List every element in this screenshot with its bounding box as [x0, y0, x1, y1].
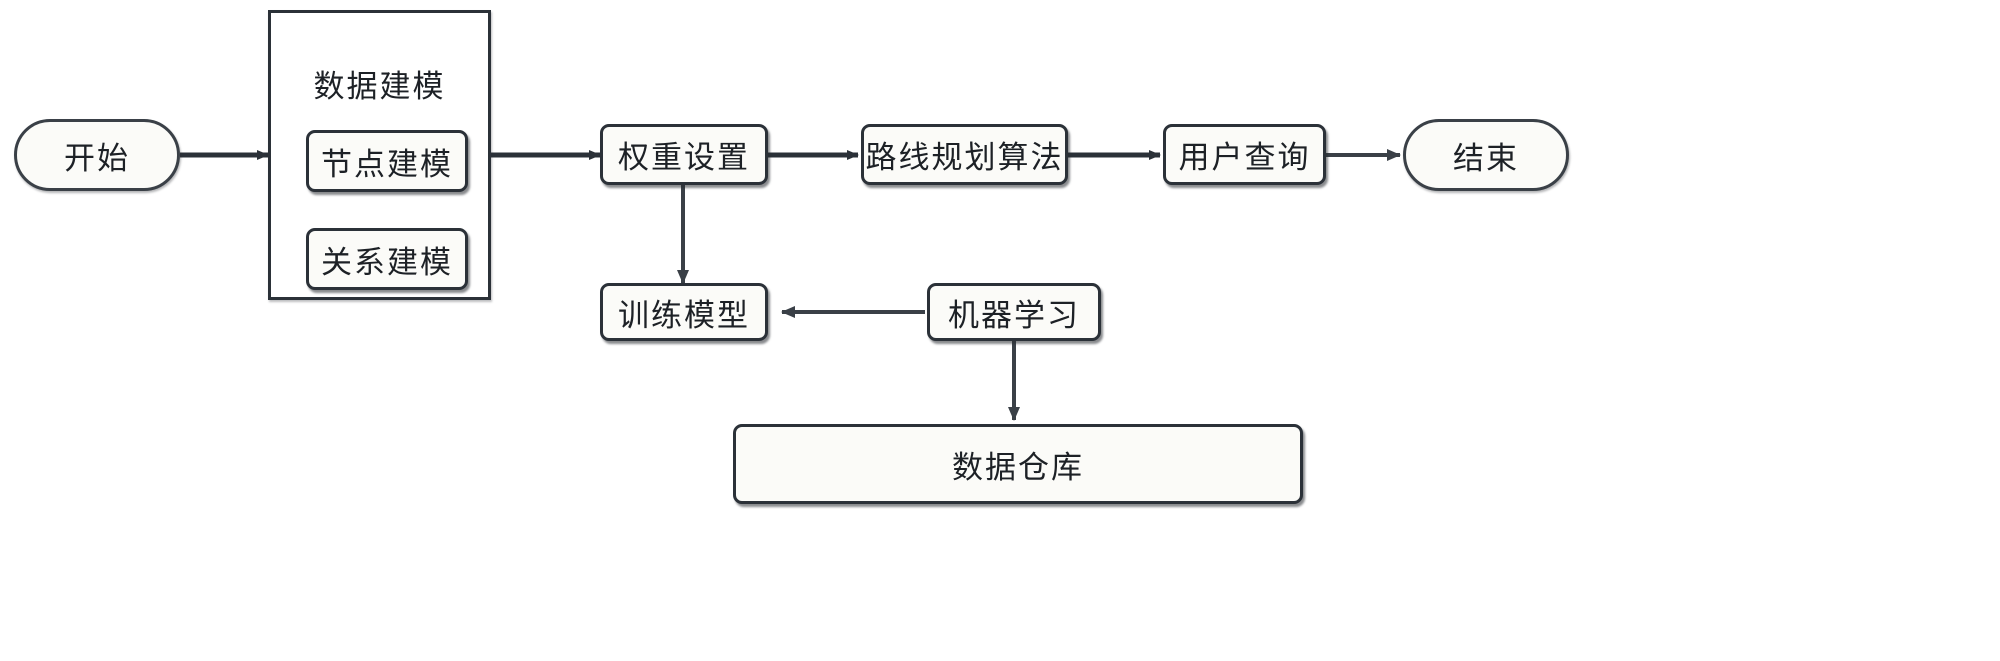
node-weight-setting[interactable]: 权重设置 — [600, 124, 768, 185]
node-end[interactable]: 结束 — [1403, 119, 1569, 191]
node-user-query-label: 用户查询 — [1178, 140, 1311, 175]
node-start-label: 开始 — [64, 140, 130, 176]
node-machine-learning[interactable]: 机器学习 — [927, 283, 1101, 341]
node-start[interactable]: 开始 — [14, 119, 180, 191]
node-end-label: 结束 — [1453, 140, 1519, 176]
node-route-algorithm[interactable]: 路线规划算法 — [861, 124, 1068, 185]
node-weight-setting-label: 权重设置 — [618, 140, 750, 175]
node-data-modeling-group-label: 数据建模 — [313, 69, 446, 104]
node-node-modeling[interactable]: 节点建模 — [306, 130, 468, 192]
node-user-query[interactable]: 用户查询 — [1163, 124, 1326, 185]
node-node-modeling-label: 节点建模 — [321, 146, 453, 182]
node-relation-modeling[interactable]: 关系建模 — [306, 228, 468, 290]
node-train-model-label: 训练模型 — [618, 297, 750, 333]
node-train-model[interactable]: 训练模型 — [600, 283, 768, 341]
node-machine-learning-label: 机器学习 — [948, 297, 1080, 333]
node-route-algorithm-label: 路线规划算法 — [865, 140, 1064, 175]
node-data-warehouse-label: 数据仓库 — [952, 449, 1084, 485]
node-relation-modeling-label: 关系建模 — [321, 244, 453, 280]
node-data-modeling-group[interactable]: 数据建模 节点建模 关系建模 — [268, 10, 491, 300]
node-data-warehouse[interactable]: 数据仓库 — [733, 424, 1303, 504]
